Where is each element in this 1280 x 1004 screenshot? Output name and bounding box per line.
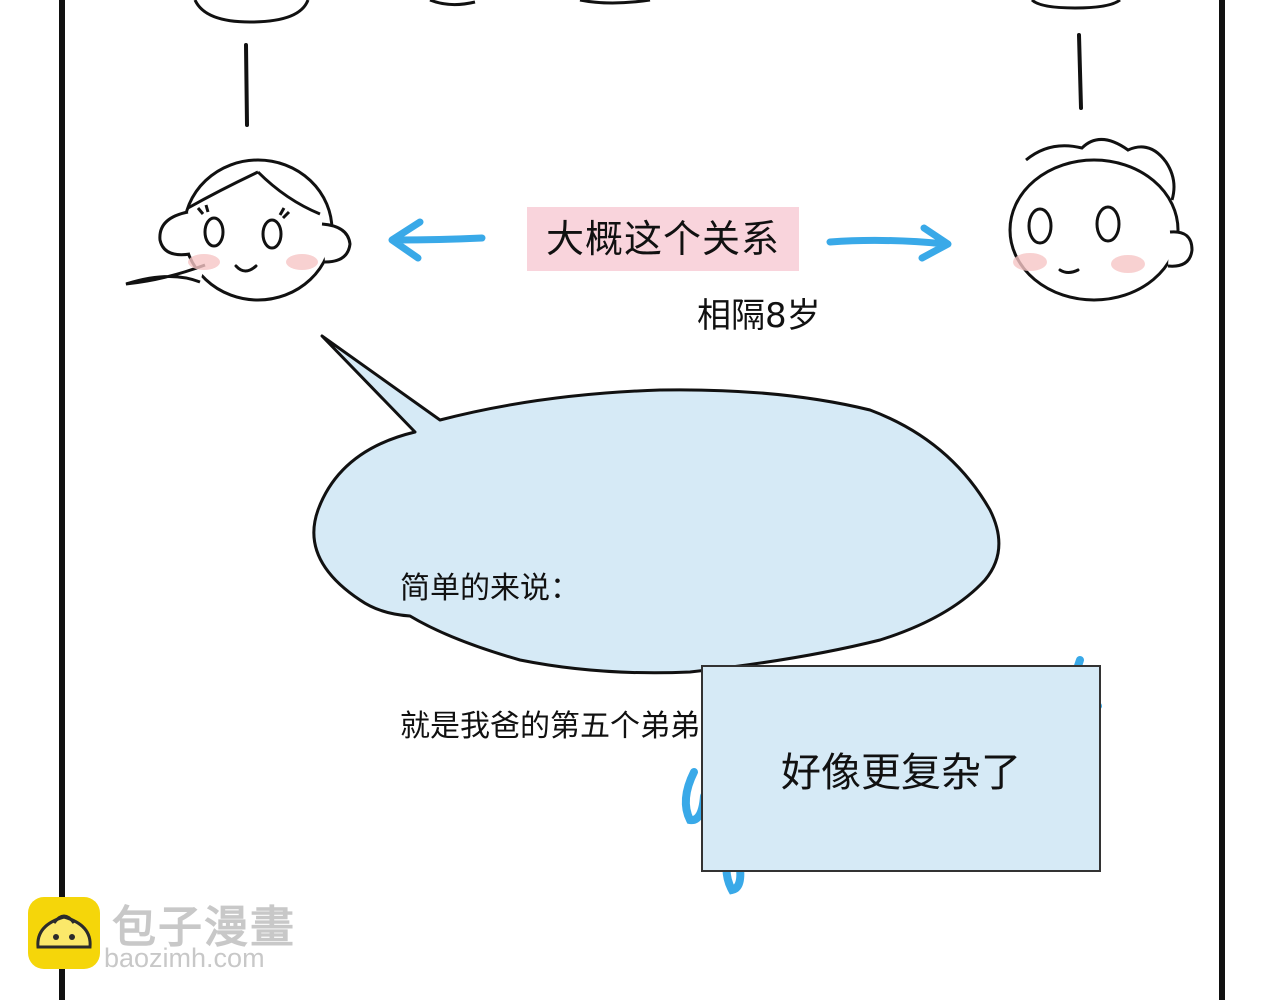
boy-blush-right bbox=[1111, 255, 1145, 273]
girl-eye-right bbox=[261, 218, 283, 250]
girl-ponytail bbox=[125, 263, 206, 286]
boy-blush-left bbox=[1013, 253, 1047, 271]
watermark: 包子漫畫 baozimh.com bbox=[26, 893, 326, 983]
boy-hair bbox=[1025, 138, 1176, 201]
boy-ear bbox=[1167, 230, 1194, 268]
girl-bangs bbox=[187, 170, 321, 216]
girl-ear-right bbox=[321, 222, 352, 264]
boy-eye-right bbox=[1095, 205, 1121, 243]
speech-line-1: 简单的来说： bbox=[400, 571, 580, 606]
boy-eye-left bbox=[1027, 207, 1053, 245]
speech-bubble bbox=[312, 334, 1001, 675]
girl-character bbox=[125, 158, 352, 302]
boy-mouth bbox=[1058, 268, 1080, 274]
girl-blush-right bbox=[286, 254, 318, 270]
right-arrow-icon bbox=[826, 224, 952, 262]
family-tree-lines bbox=[244, 33, 1083, 127]
girl-smile bbox=[234, 264, 258, 273]
girl-eye-left bbox=[203, 216, 225, 248]
top-partial-heads bbox=[193, 0, 1121, 24]
watermark-name: 包子漫畫 bbox=[112, 902, 296, 953]
watermark-url: baozimh.com bbox=[104, 943, 265, 973]
caption-box: 好像更复杂了 bbox=[701, 665, 1101, 872]
age-gap-label: 相隔8岁 bbox=[697, 296, 821, 336]
girl-blush-left bbox=[188, 254, 220, 270]
bun-logo-icon bbox=[28, 897, 100, 969]
relation-arrows bbox=[388, 218, 952, 262]
girl-lashes bbox=[196, 204, 291, 220]
left-arrow-icon bbox=[388, 218, 486, 262]
boy-character bbox=[1008, 138, 1194, 302]
panel-frame bbox=[59, 0, 1225, 1000]
caption-text: 好像更复杂了 bbox=[781, 749, 1021, 796]
girl-ear-left bbox=[158, 210, 191, 257]
relation-label: 大概这个关系 bbox=[527, 207, 799, 271]
